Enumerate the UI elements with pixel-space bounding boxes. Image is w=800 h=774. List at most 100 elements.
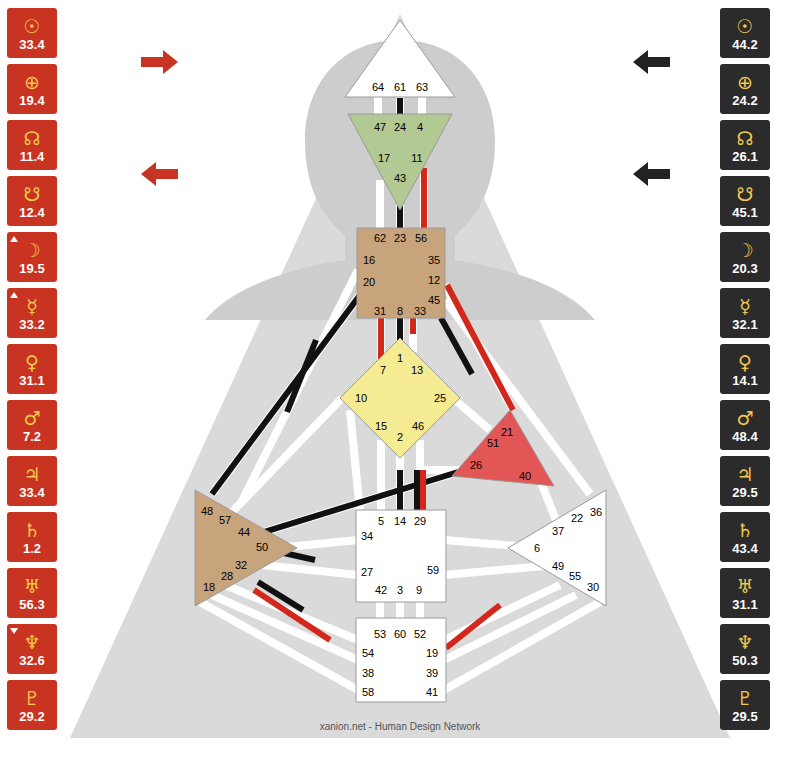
- sacral-center: 514293427594239: [356, 510, 446, 602]
- retro-marker: [10, 292, 18, 298]
- arrow-left: [141, 162, 178, 186]
- gate-number: 64: [372, 81, 384, 93]
- planet-symbol: ♃: [23, 463, 40, 485]
- planet-symbol: ♀: [25, 351, 39, 373]
- planet-cell: ♆50.3: [720, 624, 770, 674]
- planet-cell: ☉33.4: [7, 8, 57, 58]
- g-center: 1713102515462: [340, 338, 460, 458]
- planet-cell: ♂48.4: [720, 400, 770, 450]
- planet-symbol: ♃: [736, 463, 753, 485]
- gate-number: 50: [256, 541, 268, 553]
- gate-value: 7.2: [23, 429, 41, 444]
- gate-number: 38: [362, 667, 374, 679]
- center-shape: [356, 618, 446, 702]
- gate-value: 31.1: [732, 597, 757, 612]
- gate-number: 17: [378, 152, 390, 164]
- channel-paths: [200, 96, 600, 690]
- spleen-center: 48574450322818: [195, 490, 299, 606]
- gate-number: 28: [221, 570, 233, 582]
- planet-symbol: ♅: [736, 575, 753, 597]
- gate-number: 52: [414, 628, 426, 640]
- gate-value: 56.3: [19, 597, 44, 612]
- gate-number: 10: [355, 392, 367, 404]
- planet-symbol: ♂: [736, 407, 753, 429]
- gate-number: 32: [235, 559, 247, 571]
- planet-symbol: ⊕: [24, 71, 40, 93]
- retro-marker: [10, 628, 18, 634]
- channel-line: [212, 295, 360, 494]
- gate-value: 43.4: [732, 541, 757, 556]
- gate-number: 61: [394, 81, 406, 93]
- gate-number: 5: [378, 515, 384, 527]
- gate-value: 26.1: [732, 149, 757, 164]
- planet-cell: ♂7.2: [7, 400, 57, 450]
- root-center: 536052541938395841: [356, 618, 446, 702]
- gate-value: 14.1: [732, 373, 757, 388]
- gate-number: 18: [203, 581, 215, 593]
- watermark: xanion.net - Human Design Network: [0, 721, 800, 732]
- planet-symbol: ☿: [739, 295, 751, 317]
- planet-cell: ⊕24.2: [720, 64, 770, 114]
- gate-number: 54: [362, 647, 374, 659]
- gate-number: 19: [426, 647, 438, 659]
- gate-number: 15: [375, 420, 387, 432]
- planet-cell: ☽19.5: [7, 232, 57, 282]
- planet-cell: ♀31.1: [7, 344, 57, 394]
- planet-symbol: ☉: [23, 15, 40, 37]
- gate-value: 33.2: [19, 317, 44, 332]
- gate-number: 25: [434, 392, 446, 404]
- planet-cell: ☽20.3: [720, 232, 770, 282]
- planet-symbol: ☽: [736, 239, 753, 261]
- arrow-left: [633, 50, 670, 74]
- gate-number: 62: [374, 232, 386, 244]
- gate-number: 9: [416, 584, 422, 596]
- channel-line: [410, 318, 416, 334]
- gate-number: 63: [416, 81, 428, 93]
- gate-number: 60: [394, 628, 406, 640]
- planet-cell: ☋12.4: [7, 176, 57, 226]
- gate-number: 33: [414, 305, 426, 317]
- gate-value: 12.4: [19, 205, 44, 220]
- gate-number: 53: [374, 628, 386, 640]
- gate-value: 33.4: [19, 485, 44, 500]
- center-shape: [357, 228, 445, 318]
- gate-number: 26: [470, 459, 482, 471]
- planet-cell: ♇29.5: [720, 680, 770, 730]
- gate-number: 47: [374, 121, 386, 133]
- channel-line: [397, 470, 403, 510]
- gate-value: 20.3: [732, 261, 757, 276]
- channel-line: [254, 590, 330, 640]
- planet-symbol: ♇: [736, 687, 753, 709]
- gate-number: 46: [412, 420, 424, 432]
- gate-value: 29.2: [19, 709, 44, 724]
- center-shape: [356, 510, 446, 602]
- gate-number: 45: [428, 294, 440, 306]
- center-shape: [345, 20, 455, 97]
- gate-number: 30: [587, 581, 599, 593]
- gate-number: 51: [487, 437, 499, 449]
- gate-value: 33.4: [19, 37, 44, 52]
- gate-value: 45.1: [732, 205, 757, 220]
- planet-symbol: ☋: [24, 183, 41, 205]
- planet-cell: ♄43.4: [720, 512, 770, 562]
- gate-number: 56: [415, 232, 427, 244]
- center-shape: [508, 490, 606, 606]
- planet-symbol: ☿: [26, 295, 38, 317]
- gate-number: 23: [394, 232, 406, 244]
- center-shape: [452, 410, 554, 486]
- gate-number: 44: [238, 526, 250, 538]
- gate-number: 1: [397, 352, 403, 364]
- gate-value: 19.4: [19, 93, 44, 108]
- planet-cell: ☿32.1: [720, 288, 770, 338]
- gate-number: 31: [374, 305, 386, 317]
- planet-symbol: ☊: [24, 127, 41, 149]
- gate-value: 32.1: [732, 317, 757, 332]
- retro-marker: [10, 236, 18, 242]
- gate-value: 19.5: [19, 261, 44, 276]
- center-shape: [348, 114, 452, 210]
- gate-number: 55: [569, 570, 581, 582]
- channel-line: [397, 318, 403, 340]
- planet-symbol: ☊: [737, 127, 754, 149]
- gate-number: 29: [414, 515, 426, 527]
